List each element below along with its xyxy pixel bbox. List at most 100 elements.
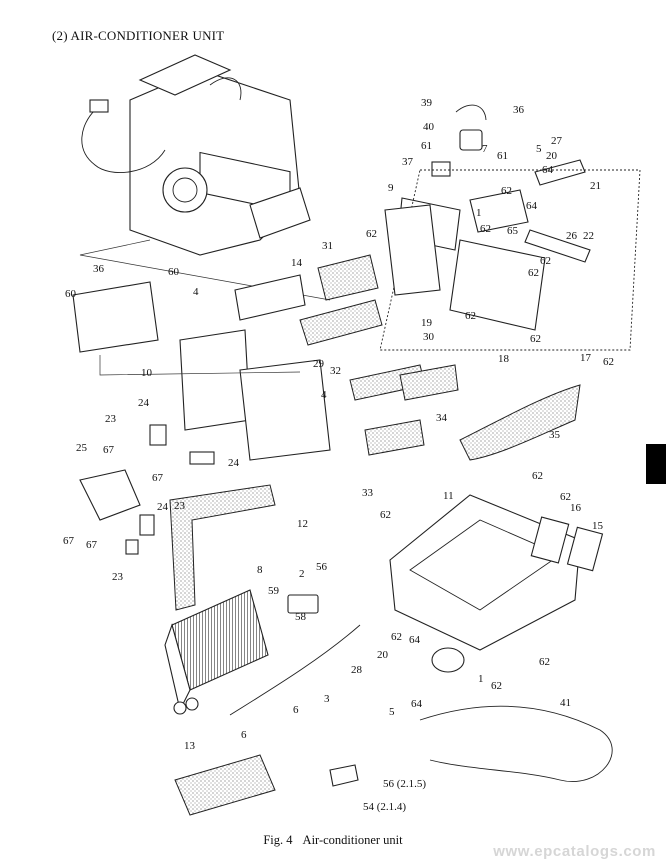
callout-9: 9 <box>388 182 394 194</box>
main-case <box>72 204 459 461</box>
callout-62: 62 <box>540 255 551 267</box>
figure-label: Fig. 4 <box>263 833 293 847</box>
callout-59: 59 <box>268 585 280 597</box>
harness-3 <box>229 624 361 716</box>
callout-61: 61 <box>497 150 508 162</box>
callout-3: 3 <box>324 693 330 705</box>
callout-62: 62 <box>560 491 571 503</box>
callout-67: 67 <box>152 472 164 484</box>
callout-1: 1 <box>478 673 484 685</box>
callout-35: 35 <box>549 429 561 441</box>
callout-5: 5 <box>536 143 542 155</box>
callout-23: 23 <box>105 413 117 425</box>
callout-4: 4 <box>193 286 199 298</box>
callout-6: 6 <box>241 729 247 741</box>
callout-62: 62 <box>530 333 541 345</box>
callout-62: 62 <box>491 680 502 692</box>
callout-62: 62 <box>528 267 539 279</box>
callout-67: 67 <box>86 539 98 551</box>
callout-11: 11 <box>443 490 454 502</box>
callout-62: 62 <box>366 228 377 240</box>
lower-housing-11 <box>389 494 604 673</box>
callout-65: 65 <box>507 225 519 237</box>
callout-28: 28 <box>351 664 363 676</box>
callout-36: 36 <box>513 104 525 116</box>
callout-15: 15 <box>592 520 604 532</box>
callout-23: 23 <box>112 571 124 583</box>
callout-58: 58 <box>295 611 307 623</box>
callout-64: 64 <box>526 200 538 212</box>
callout-24: 24 <box>138 397 150 409</box>
callout-61: 61 <box>421 140 432 152</box>
wire-harness-41 <box>419 705 613 782</box>
callout-37: 37 <box>402 156 414 168</box>
callout-7: 7 <box>482 143 488 155</box>
callout-67: 67 <box>103 444 115 456</box>
callout-29: 29 <box>313 358 325 370</box>
callout-62: 62 <box>480 223 491 235</box>
callout-62: 62 <box>380 509 391 521</box>
callout-25: 25 <box>76 442 88 454</box>
callout-40: 40 <box>423 121 435 133</box>
callout-20: 20 <box>377 649 389 661</box>
callout-67: 67 <box>63 535 75 547</box>
callout-6: 6 <box>293 704 299 716</box>
callout-12: 12 <box>297 518 308 530</box>
callout-39: 39 <box>421 97 433 109</box>
callout-56: 56 <box>316 561 328 573</box>
callout-62: 62 <box>465 310 476 322</box>
page-title: (2) AIR-CONDITIONER UNIT <box>52 28 225 43</box>
callout-13: 13 <box>184 740 196 752</box>
duct-35 <box>459 384 581 461</box>
blower-resistor-2 <box>287 594 319 614</box>
callout-21: 21 <box>590 180 601 192</box>
section-tab-marker <box>646 444 666 484</box>
callout-2: 2 <box>299 568 305 580</box>
callout-34: 34 <box>436 412 448 424</box>
drain-pan-13 <box>174 754 276 816</box>
callout-24: 24 <box>228 457 240 469</box>
left-actuator-parts <box>79 424 215 555</box>
callout-14: 14 <box>291 257 303 269</box>
callout-16: 16 <box>570 502 582 514</box>
callout-62: 62 <box>539 656 550 668</box>
callout-60: 60 <box>65 288 77 300</box>
callout-62: 62 <box>603 356 614 368</box>
callout-19: 19 <box>421 317 433 329</box>
callout-20: 20 <box>546 150 558 162</box>
callout-62: 62 <box>391 631 402 643</box>
figure-caption: Fig. 4 Air-conditioner unit <box>0 833 666 848</box>
callout-labels: 39 36 40 61 7 61 5 27 20 64 37 62 21 9 1… <box>63 97 614 813</box>
callout-64: 64 <box>409 634 421 646</box>
seal-12 <box>169 484 276 611</box>
callout-56: 56 (2.1.5) <box>383 778 426 790</box>
assembled-unit <box>79 54 331 301</box>
callout-32: 32 <box>330 365 341 377</box>
callout-33: 33 <box>362 487 374 499</box>
callout-64: 64 <box>411 698 423 710</box>
callout-62: 62 <box>532 470 543 482</box>
callout-30: 30 <box>423 331 435 343</box>
callout-31: 31 <box>322 240 333 252</box>
callout-4: 4 <box>321 389 327 401</box>
bolt-kit <box>329 764 359 787</box>
callout-18: 18 <box>498 353 510 365</box>
callout-8: 8 <box>257 564 263 576</box>
callout-26: 26 <box>566 230 578 242</box>
callout-27: 27 <box>551 135 563 147</box>
callout-36: 36 <box>93 263 105 275</box>
callout-54: 54 (2.1.4) <box>363 801 406 813</box>
callout-24: 24 <box>157 501 169 513</box>
callout-17: 17 <box>580 352 592 364</box>
watermark: www.epcatalogs.com <box>493 843 656 860</box>
figure-title: Air-conditioner unit <box>302 833 403 847</box>
callout-60: 60 <box>168 266 180 278</box>
callout-23: 23 <box>174 500 186 512</box>
callout-64: 64 <box>542 164 554 176</box>
evaporator-core-8 <box>164 589 269 715</box>
callout-5: 5 <box>389 706 395 718</box>
callout-22: 22 <box>583 230 594 242</box>
callout-10: 10 <box>141 367 153 379</box>
callout-1: 1 <box>476 207 482 219</box>
